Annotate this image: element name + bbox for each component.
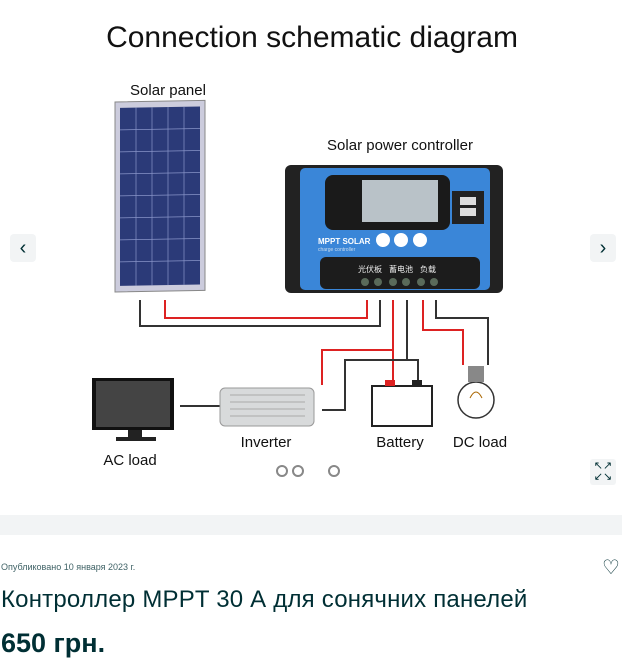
svg-text:负载: 负载: [420, 264, 436, 274]
expand-icon: ↖↗↙↘: [593, 460, 613, 483]
svg-text:charge controller: charge controller: [318, 247, 356, 253]
image-heading: Connection schematic diagram: [106, 21, 518, 54]
slide-dot[interactable]: [328, 465, 340, 477]
dc-load-bulb-graphic: [457, 366, 495, 419]
next-image-button[interactable]: ›: [590, 234, 616, 262]
controller-graphic: MPPT SOLAR charge controller 光伏板 蓄电池 负载: [285, 165, 503, 293]
solar-panel-graphic: [114, 99, 206, 293]
listing-title: Контроллер MPPT 30 А для сонячних панеле…: [1, 586, 528, 613]
image-gallery[interactable]: Connection schematic diagram Solar panel…: [0, 0, 622, 515]
svg-text:MPPT SOLAR: MPPT SOLAR: [318, 237, 371, 246]
product-image: Connection schematic diagram Solar panel…: [92, 21, 518, 469]
published-date: Опубликовано 10 января 2023 г.: [1, 562, 136, 572]
slide-dot[interactable]: [292, 465, 304, 477]
wiring: [139, 300, 489, 411]
label-controller: Solar power controller: [327, 137, 473, 154]
label-battery: Battery: [376, 434, 424, 451]
inverter-graphic: [219, 387, 315, 427]
previous-image-button[interactable]: ‹: [10, 234, 36, 262]
battery-graphic: [371, 380, 433, 427]
slide-dot[interactable]: [276, 465, 288, 477]
slide-indicators: [276, 465, 340, 477]
favorite-heart-icon[interactable]: ♡: [602, 557, 620, 579]
section-divider: [0, 515, 622, 535]
svg-text:蓄电池: 蓄电池: [389, 264, 413, 274]
svg-text:光伏板: 光伏板: [358, 264, 382, 274]
label-dc-load: DC load: [453, 434, 507, 451]
label-solar-panel: Solar panel: [130, 82, 206, 99]
ac-load-graphic: [92, 378, 174, 441]
chevron-right-icon: ›: [599, 236, 607, 259]
fullscreen-button[interactable]: ↖↗↙↘: [590, 459, 616, 485]
listing-price: 650 грн.: [1, 628, 106, 658]
chevron-left-icon: ‹: [19, 236, 27, 259]
label-inverter: Inverter: [241, 434, 292, 451]
label-ac-load: AC load: [103, 452, 156, 469]
